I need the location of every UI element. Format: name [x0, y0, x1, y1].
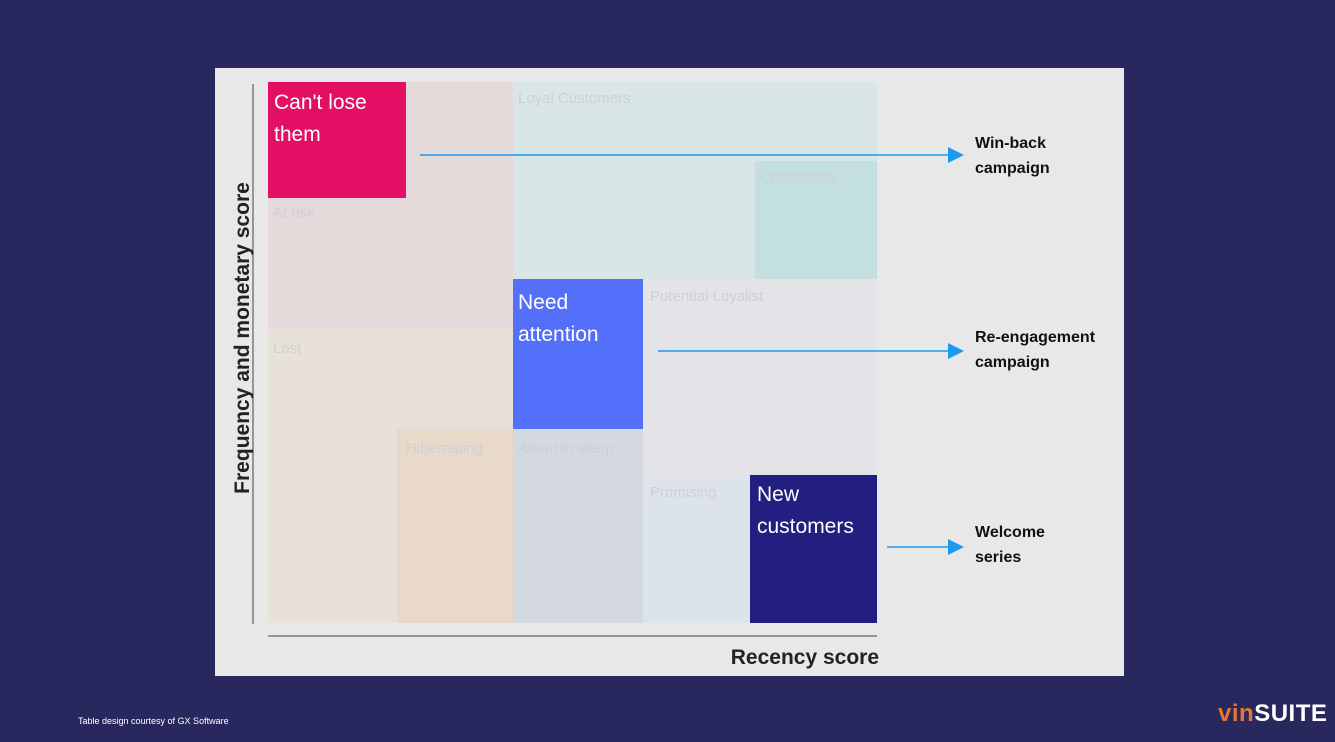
rfm-diagram: Loyal Customers Champions At risk Potent… — [215, 68, 1124, 676]
segment-new-customers — [750, 475, 877, 623]
segment-potential-loyalist-area — [643, 279, 877, 475]
label-loyal-customers: Loyal Customers — [518, 90, 631, 107]
label-new-customers: New customers — [757, 483, 854, 538]
arrow-welcome — [887, 539, 964, 555]
segment-cant-lose-them — [268, 82, 406, 198]
label-champions: Champions — [760, 169, 836, 186]
y-axis-title: Frequency and monetary score — [231, 182, 254, 494]
logo-vin: vin — [1218, 700, 1255, 727]
action-win-back-campaign: Win-back campaign — [975, 135, 1050, 177]
vinsuite-logo: vinSUITE — [1218, 700, 1327, 728]
action-welcome-series: Welcome series — [975, 524, 1045, 566]
segment-about-to-sleep-area — [513, 429, 643, 623]
segment-need-attention — [513, 279, 643, 429]
label-about-to-sleep: About to sleep — [518, 440, 614, 457]
logo-suite: SUITE — [1254, 700, 1328, 727]
label-promising: Promising — [650, 484, 717, 501]
label-lost: Lost — [273, 340, 302, 357]
action-re-engagement-campaign: Re-engagement campaign — [975, 329, 1096, 371]
segment-champions-area — [755, 161, 877, 279]
label-need-attention: Need attention — [518, 291, 599, 346]
footer-credit: Table design courtesy of GX Software — [78, 716, 229, 726]
x-axis-title: Recency score — [730, 646, 879, 669]
segment-promising-area — [643, 475, 750, 623]
label-hibernating: Hibernating — [406, 440, 483, 457]
arrow-win-back — [420, 147, 964, 163]
label-at-risk: At risk — [273, 204, 315, 221]
segment-hibernating-area — [397, 429, 513, 623]
label-cant-lose-them: Can't lose them — [274, 91, 367, 146]
diagram-lines — [252, 84, 964, 637]
label-potential-loyalist: Potential Loyalist — [650, 288, 764, 305]
arrow-re-engagement — [658, 343, 964, 359]
